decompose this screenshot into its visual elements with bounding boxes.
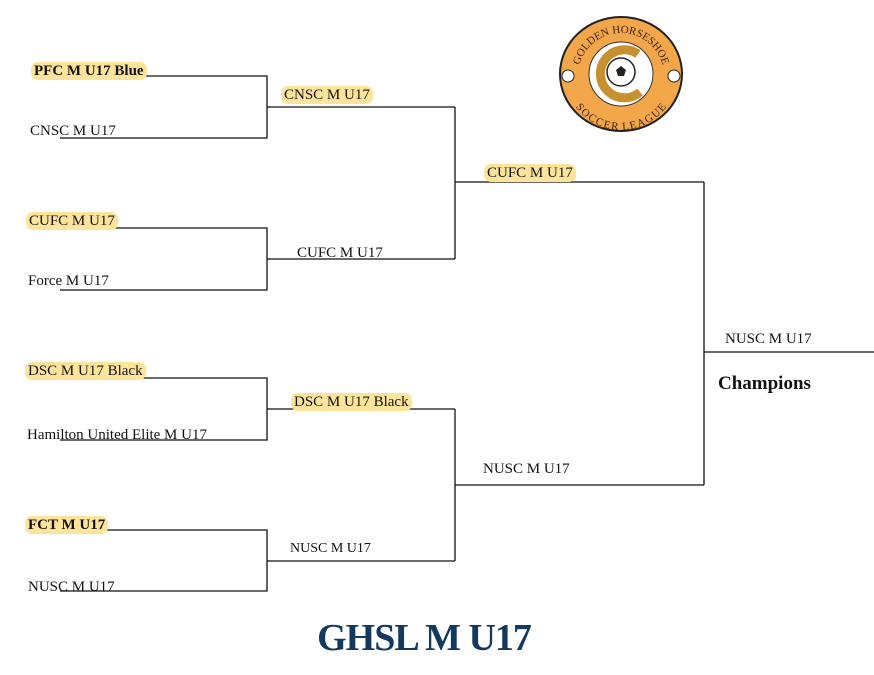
r1-team-6: Hamilton United Elite M U17 — [27, 427, 207, 443]
r2-team-2: CUFC M U17 — [297, 245, 383, 261]
horseshoe-icon — [595, 45, 643, 103]
r1-team-1: PFC M U17 Blue — [31, 62, 147, 80]
r1-match-2 — [60, 227, 455, 291]
soccer-ball-icon — [561, 69, 575, 83]
r2-team-3: DSC M U17 Black — [291, 393, 412, 411]
page-title: GHSL M U17 — [317, 617, 532, 659]
r2-team-4: NUSC M U17 — [290, 541, 371, 556]
r2-match-1 — [454, 107, 704, 259]
final-match — [703, 182, 874, 485]
r1-team-5: DSC M U17 Black — [25, 362, 146, 380]
r2-match-2 — [454, 409, 704, 561]
champions-label: Champions — [718, 373, 811, 394]
r3-team-1: CUFC M U17 — [484, 164, 576, 182]
r3-team-2: NUSC M U17 — [483, 461, 570, 477]
r1-match-4 — [60, 529, 455, 592]
r1-team-2: CNSC M U17 — [30, 123, 116, 139]
r2-team-1: CNSC M U17 — [281, 86, 373, 104]
r1-team-7: FCT M U17 — [25, 516, 109, 534]
r1-match-1 — [60, 75, 455, 139]
r1-team-3: CUFC M U17 — [26, 212, 118, 230]
soccer-ball-icon — [667, 69, 681, 83]
r1-team-4: Force M U17 — [28, 273, 109, 289]
r1-team-8: NUSC M U17 — [28, 579, 115, 595]
champion-team: NUSC M U17 — [725, 331, 812, 347]
league-logo: GOLDEN HORSESHOE SOCCER LEAGUE — [559, 16, 683, 133]
